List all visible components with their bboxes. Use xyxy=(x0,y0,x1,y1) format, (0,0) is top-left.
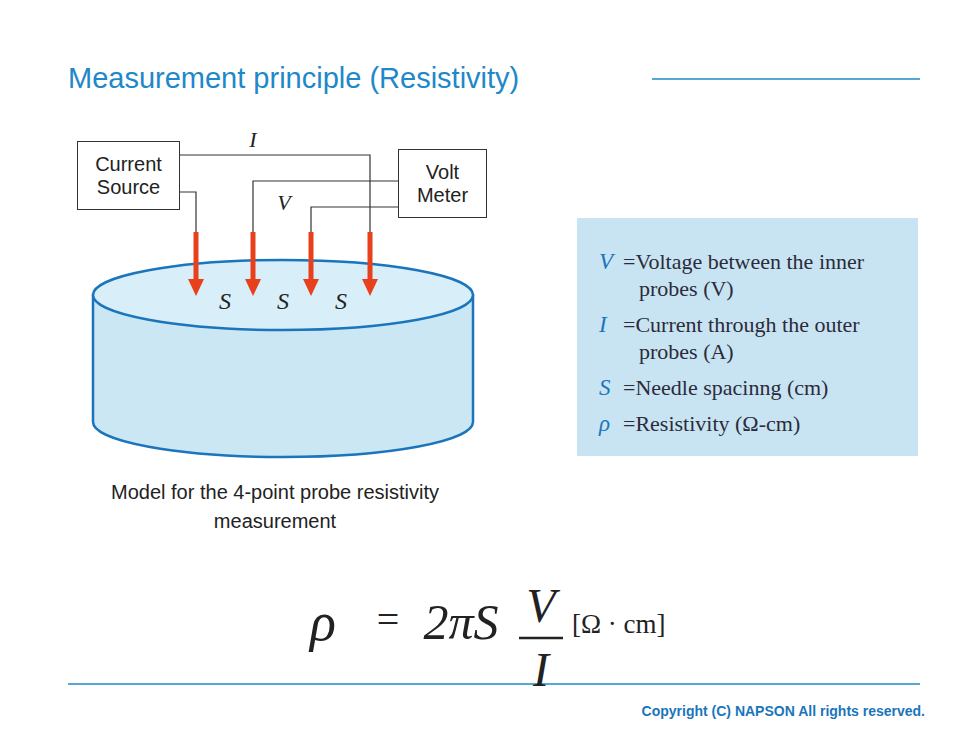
symbol: ρ xyxy=(599,410,623,437)
fraction-bar xyxy=(519,637,563,640)
instrument-box: Current Source xyxy=(77,141,180,210)
probe-needle xyxy=(194,232,199,282)
current-wire xyxy=(180,155,370,232)
symbol-definition: =Current through the outer probes (A) xyxy=(623,311,891,365)
formula-term: V xyxy=(526,582,555,630)
current-wire xyxy=(180,192,196,232)
probe-needle xyxy=(368,232,373,282)
cylinder-top xyxy=(93,260,473,330)
probe-tip xyxy=(245,279,261,296)
sample-cylinder xyxy=(93,260,473,457)
formula-term: I xyxy=(533,646,549,694)
formula-unit: [Ω · cm] xyxy=(572,611,666,638)
probe-tip xyxy=(303,279,319,296)
voltage-symbol: V xyxy=(277,192,290,214)
box-label: Volt Meter xyxy=(405,161,480,207)
spacing-symbol: S xyxy=(219,289,231,313)
instrument-box: Volt Meter xyxy=(398,149,487,218)
probe-tip xyxy=(188,279,204,296)
symbol-definition: =Voltage between the inner probes (V) xyxy=(623,248,891,302)
figure-caption: Model for the 4-point probe resistivity … xyxy=(105,478,445,536)
symbol: V xyxy=(599,248,623,302)
symbol-key-box: V=Voltage between the inner probes (V)I=… xyxy=(577,218,918,456)
current-symbol: I xyxy=(249,129,256,151)
title-rule xyxy=(652,78,920,80)
probe-needle xyxy=(309,232,314,282)
probe-needle xyxy=(251,232,256,282)
voltage-wire xyxy=(253,181,398,232)
spacing-symbol: S xyxy=(335,289,347,313)
voltage-wire xyxy=(311,207,398,232)
box-label: Current Source xyxy=(84,153,173,199)
symbol-definition: =Needle spacinng (cm) xyxy=(623,374,908,401)
symbol-definition: =Resistivity (Ω-cm) xyxy=(623,410,908,437)
formula-term: ρ xyxy=(310,595,336,649)
formula-term: = xyxy=(377,600,400,640)
footer-rule xyxy=(68,683,920,685)
probe-tip xyxy=(362,279,378,296)
spacing-symbol: S xyxy=(277,289,289,313)
symbol: S xyxy=(599,374,623,401)
probes xyxy=(188,232,378,296)
title: Measurement principle (Resistivity) xyxy=(68,60,519,96)
wires xyxy=(180,155,398,232)
symbol: I xyxy=(599,311,623,365)
copyright-note: Copyright (C) NAPSON All rights reserved… xyxy=(642,704,925,718)
formula-term: 2πS xyxy=(423,597,498,647)
